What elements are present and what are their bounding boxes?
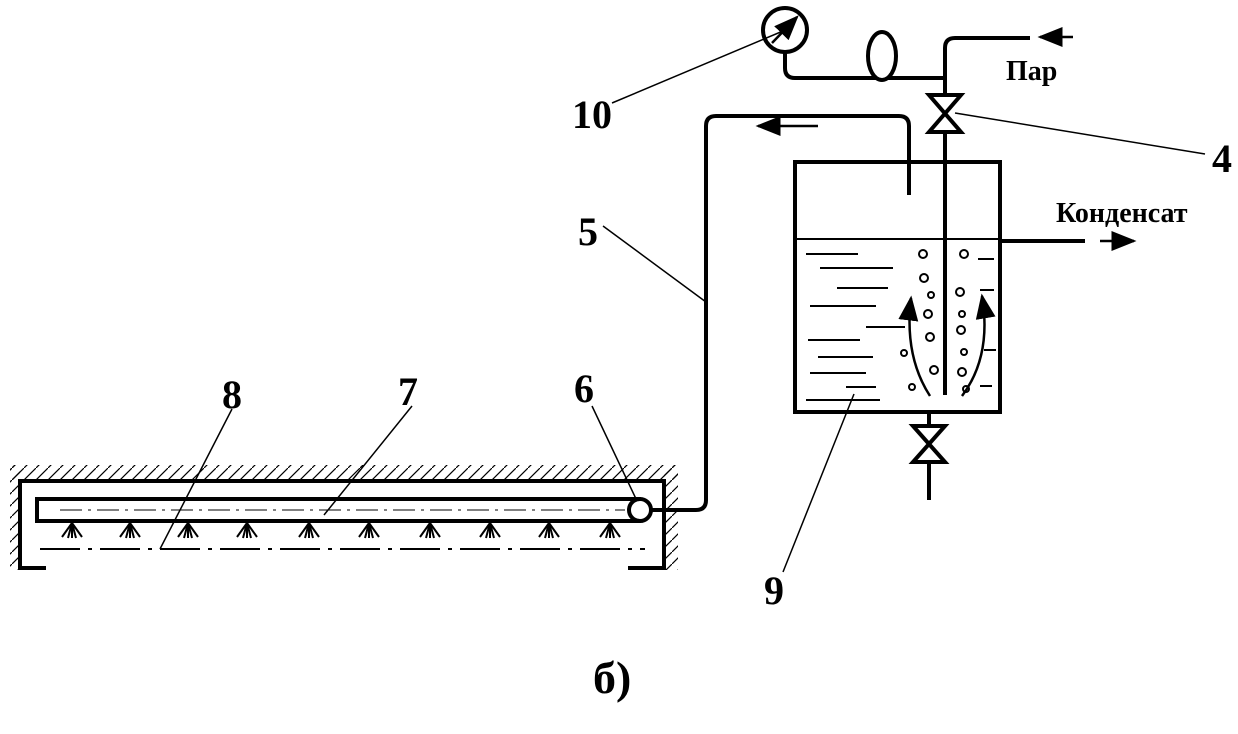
hatched-chamber [10, 465, 678, 570]
drain-pipe [908, 412, 950, 500]
steam-valve [924, 93, 966, 134]
pressure-gauge [761, 6, 809, 54]
label-5: 5 [578, 209, 598, 254]
circulation-arrow-right [960, 293, 996, 397]
steam-bubbles [900, 249, 970, 393]
label-6: 6 [574, 366, 594, 411]
steam-jets [61, 522, 621, 539]
label-10: 10 [572, 92, 612, 137]
gauge-line [783, 44, 945, 80]
figure-caption: б) [593, 652, 631, 703]
steam-pipe [651, 114, 911, 512]
perforated-pipe [35, 497, 641, 523]
leader-lines [159, 30, 1206, 573]
label-8: 8 [222, 372, 242, 417]
circulation-arrow-left [898, 295, 932, 397]
gauge-siphon-coil [866, 30, 898, 82]
condensate-label: Конденсат [1056, 198, 1188, 229]
steam-inlet-pipe [943, 36, 1030, 395]
label-7: 7 [398, 369, 418, 414]
pipe-inlet [627, 497, 653, 523]
label-9: 9 [764, 568, 784, 613]
steam-label: Пар [1006, 56, 1057, 87]
condensate-tank [793, 160, 1002, 414]
label-4: 4 [1212, 136, 1232, 181]
